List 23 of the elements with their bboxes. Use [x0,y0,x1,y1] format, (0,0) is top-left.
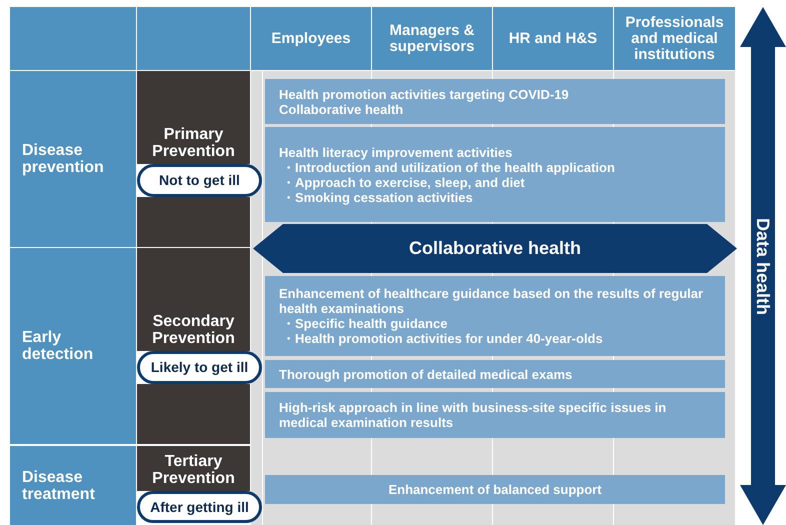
row-header: Early detection [10,248,136,444]
stage-pill: Likely to get ill [137,351,262,384]
activity-box: Enhancement of healthcare guidance based on the results of regular health examinations ・Specific health guidance ・Health promotion activities for under 40-year-olds [265,276,725,356]
header-cell [10,7,136,70]
activity-box: Health promotion activities targeting COVID-19 Collaborative health [265,79,725,124]
column-header: Managers & supervisors [372,7,492,70]
row-header: Disease treatment [10,446,136,525]
activity-box: Thorough promotion of detailed medical exams [265,360,725,388]
activity-box: Enhancement of balanced support [265,475,725,504]
prevention-stage-cell: Tertiary Prevention [137,446,250,491]
header-cell [137,7,250,70]
stage-pill: Not to get ill [137,164,262,197]
row-header: Disease prevention [10,71,136,247]
prevention-stage-cell: Primary Prevention [137,71,250,164]
arrow-banner: Data health [740,7,786,525]
activity-box: Health literacy improvement activities ・Introduction and utilization of the health application ・Approach to exercise, sleep, and diet ・Smoking cessation activities [265,127,725,222]
stage-pill: After getting ill [137,491,262,523]
column-header: Employees [251,7,371,70]
column-header: HR and H&S [493,7,613,70]
activity-box: High-risk approach in line with business-site specific issues in medical examination results [265,392,725,438]
prevention-stage-cell: Secondary Prevention [137,248,250,351]
arrow-banner: Collaborative health [253,224,737,273]
column-header: Professionals and medical institutions [614,7,735,70]
